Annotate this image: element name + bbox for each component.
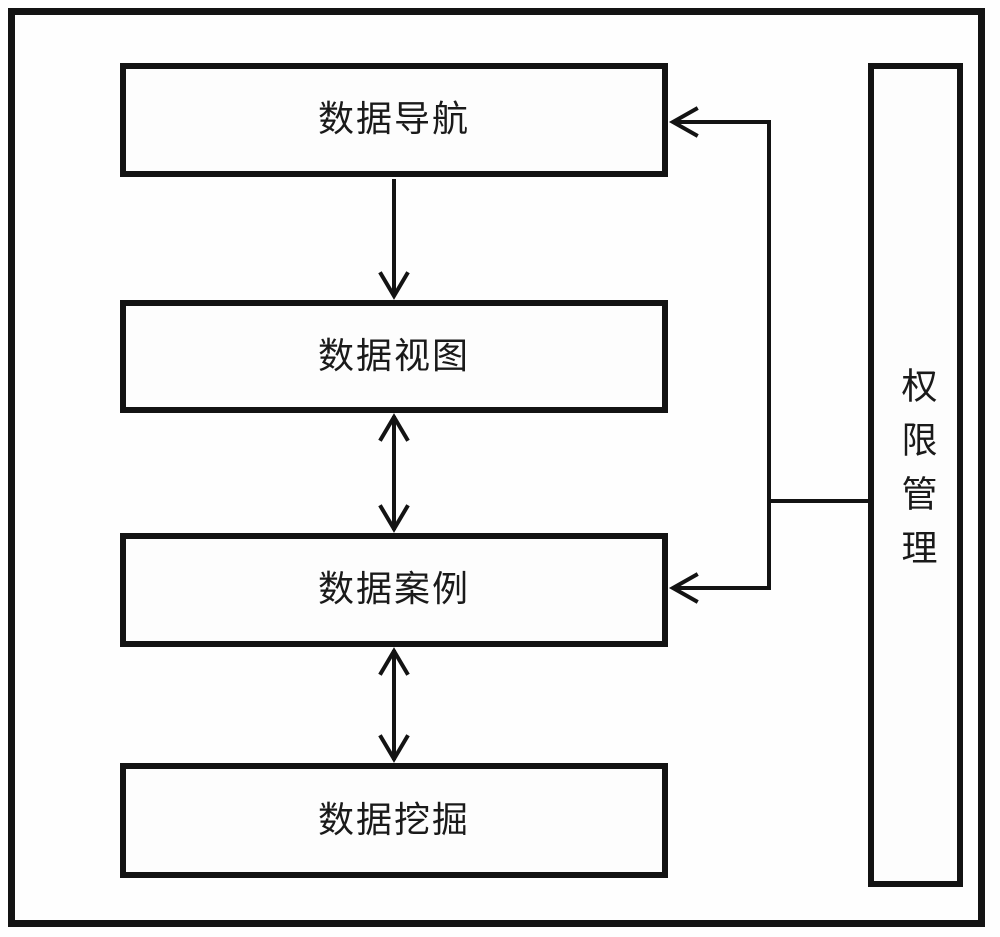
node-data-view: 数据视图 — [120, 300, 668, 413]
outer-frame — [8, 8, 985, 927]
node-data-navigation: 数据导航 — [120, 63, 668, 177]
node-data-case: 数据案例 — [120, 533, 668, 647]
node-data-mining: 数据挖掘 — [120, 763, 668, 878]
node-permission-management: 权限管理 — [868, 63, 963, 887]
node-permission-management-label: 权限管理 — [895, 367, 937, 583]
node-data-navigation-label: 数据导航 — [317, 99, 470, 140]
node-data-mining-label: 数据挖掘 — [317, 799, 470, 841]
node-data-case-label: 数据案例 — [317, 569, 470, 610]
node-data-view-label: 数据视图 — [317, 335, 470, 377]
